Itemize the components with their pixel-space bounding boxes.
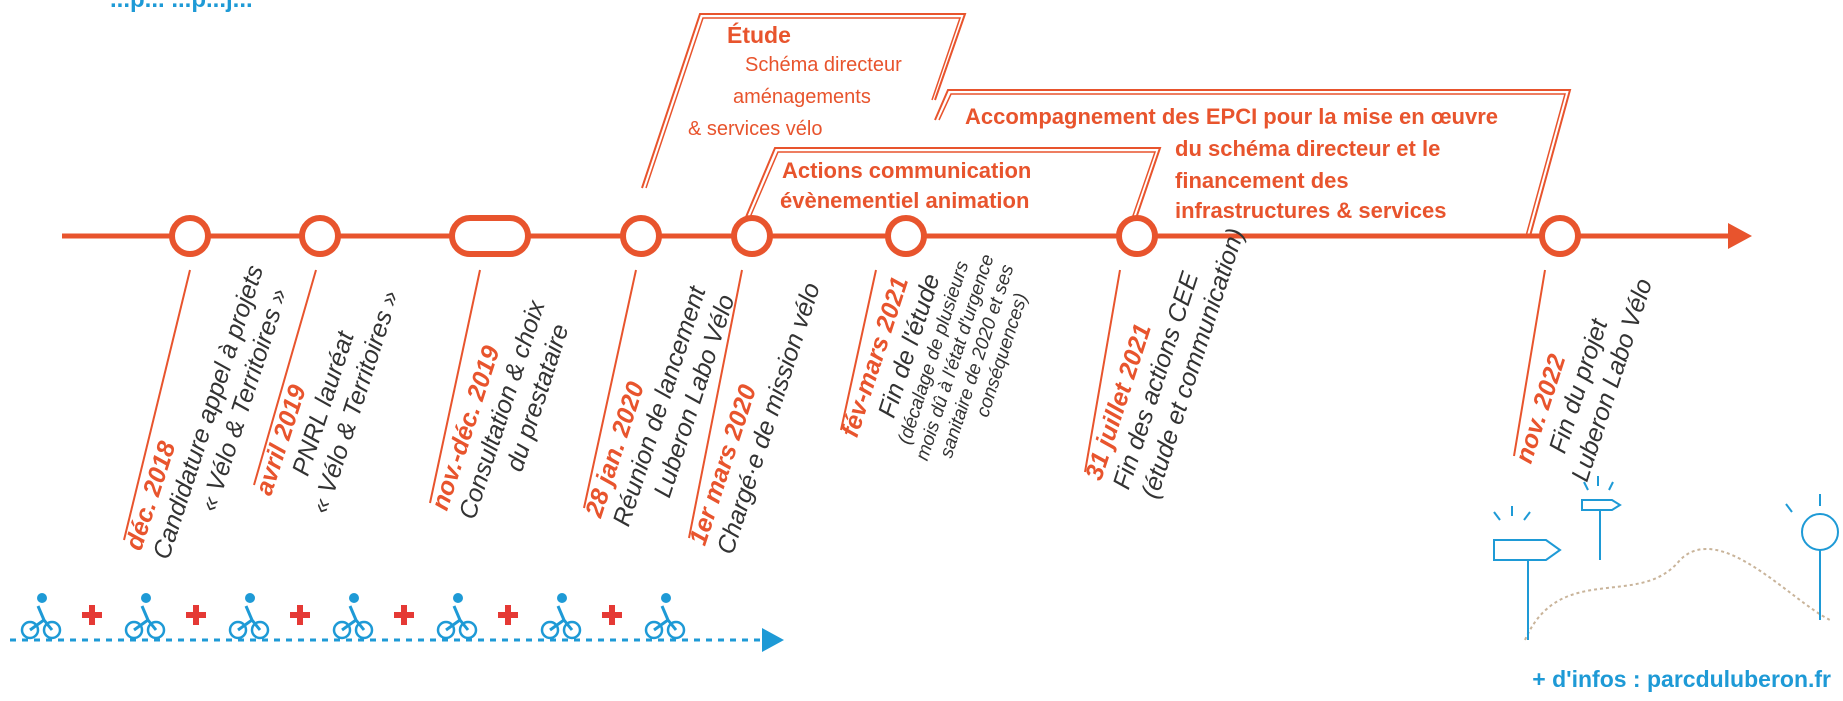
- etude-box: [641, 13, 967, 189]
- plus-icon: [394, 605, 414, 625]
- signpost-illustration: [1493, 476, 1839, 641]
- cyclist-icon: [228, 593, 270, 640]
- accompagnement-box-line-3: financement des: [1175, 168, 1349, 193]
- milestone-marker-novdec2019: [449, 215, 531, 257]
- cyclist-icon: [332, 593, 374, 640]
- actions-box: [737, 147, 1162, 237]
- milestone-marker-nov2022: [1539, 215, 1581, 257]
- actions-box-line-2: évènementiel animation: [780, 188, 1030, 213]
- accompagnement-box-line-4: infrastructures & services: [1175, 198, 1447, 223]
- accompagnement-box-line-1: Accompagnement des EPCI pour la mise en …: [965, 104, 1499, 129]
- cyclist-row: [10, 593, 784, 652]
- timeline-arrowhead: [1728, 223, 1752, 249]
- etude-box-line-2: aménagements: [733, 86, 871, 108]
- plus-icon: [498, 605, 518, 625]
- milestone-marker-avril2019: [299, 215, 341, 257]
- etude-box-line-3: & services vélo: [688, 118, 823, 140]
- cyclist-icon: [20, 593, 62, 640]
- bike-badge-icon: [1801, 513, 1839, 551]
- accompagnement-box-line-2: du schéma directeur et le: [1175, 136, 1441, 161]
- plus-icon: [186, 605, 206, 625]
- cyclist-icon: [540, 593, 582, 640]
- cyclist-icon: [644, 593, 686, 640]
- milestone-marker-1mars2020: [731, 215, 773, 257]
- more-info-link[interactable]: + d'infos : parcduluberon.fr: [1532, 666, 1831, 692]
- milestone-marker-dec2018: [169, 215, 211, 257]
- cyclist-row-arrowhead: [762, 628, 784, 652]
- page-title-partial: ...p... ...p...j...: [110, 0, 253, 14]
- accompagnement-box: [934, 89, 1572, 237]
- milestone-marker-31juillet2021: [1116, 215, 1158, 257]
- etude-box-title: Étude: [727, 22, 791, 48]
- cyclist-icon: [436, 593, 478, 640]
- plus-icon: [82, 605, 102, 625]
- milestone-markers: [169, 215, 1581, 257]
- etude-box-line-1: Schéma directeur: [745, 54, 902, 76]
- milestone-marker-28jan2020: [620, 215, 662, 257]
- plus-icon: [602, 605, 622, 625]
- plus-icon: [290, 605, 310, 625]
- actions-box-line-1: Actions communication: [782, 158, 1032, 183]
- milestone-marker-fevmars2021: [885, 215, 927, 257]
- phase-boxes: [641, 13, 1572, 237]
- milestone-leader-lines: [123, 269, 1546, 541]
- cyclist-icon: [124, 593, 166, 640]
